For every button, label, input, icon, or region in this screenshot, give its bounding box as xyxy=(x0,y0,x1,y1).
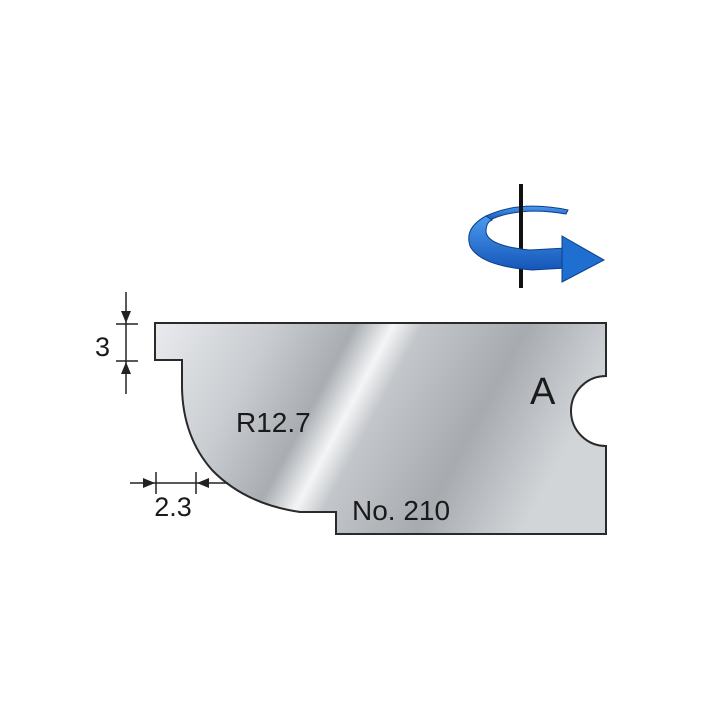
model-number-label: No. 210 xyxy=(352,495,450,526)
height-dimension-label: 3 xyxy=(95,332,110,362)
height-dimension xyxy=(116,292,138,394)
radius-label: R12.7 xyxy=(236,407,311,438)
width-dimension xyxy=(130,472,228,494)
knife-blade xyxy=(154,322,607,535)
rotation-arrow-icon xyxy=(468,184,606,288)
side-letter-label: A xyxy=(530,371,556,413)
width-dimension-label: 2.3 xyxy=(154,492,192,522)
